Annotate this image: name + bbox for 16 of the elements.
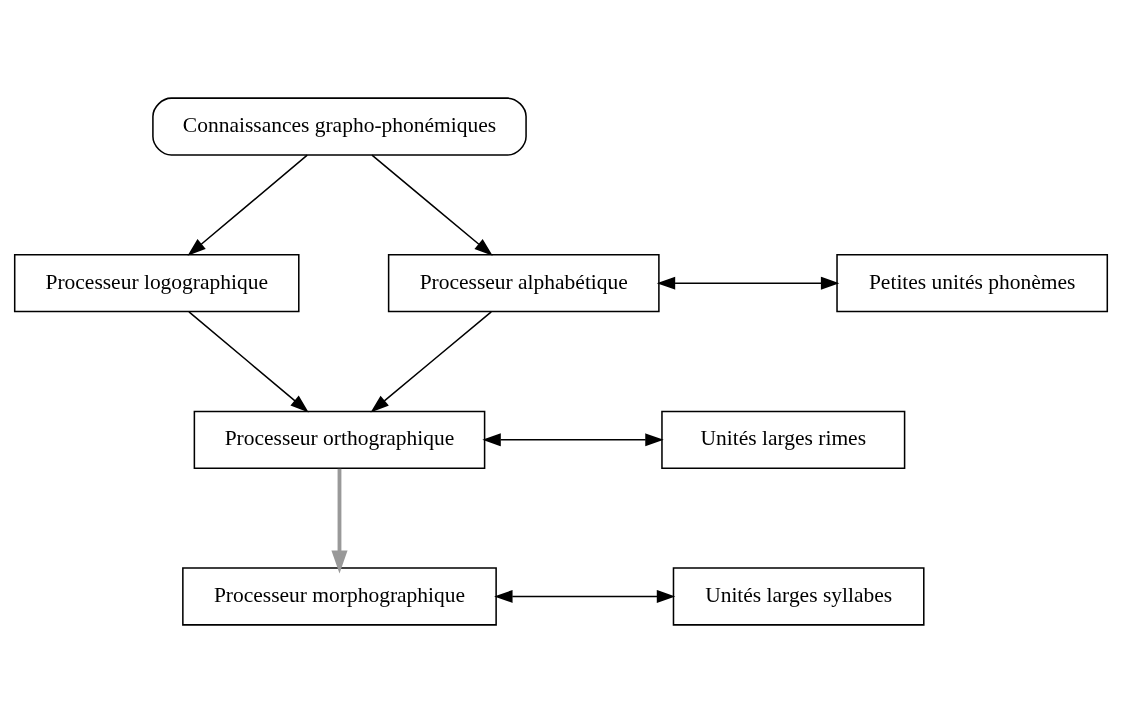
arrow xyxy=(187,153,308,256)
node-box: Connaissances grapho-phonémiques xyxy=(152,96,527,156)
arrow xyxy=(370,310,492,412)
node-box: Petites unités phonèmes xyxy=(836,253,1109,312)
arrow xyxy=(188,310,309,412)
node-box: Processeur orthographique xyxy=(193,410,486,469)
arrow xyxy=(371,153,493,256)
arrow xyxy=(482,432,664,446)
arrow xyxy=(656,276,840,290)
arrow xyxy=(494,589,676,603)
node-box: Unités larges rimes xyxy=(661,410,906,469)
arrow xyxy=(331,468,348,573)
node-box: Unités larges syllabes xyxy=(672,566,925,626)
node-box: Processeur alphabétique xyxy=(387,253,660,312)
node-box: Processeur morphographique xyxy=(182,566,497,626)
node-box: Processeur logographique xyxy=(13,253,300,312)
